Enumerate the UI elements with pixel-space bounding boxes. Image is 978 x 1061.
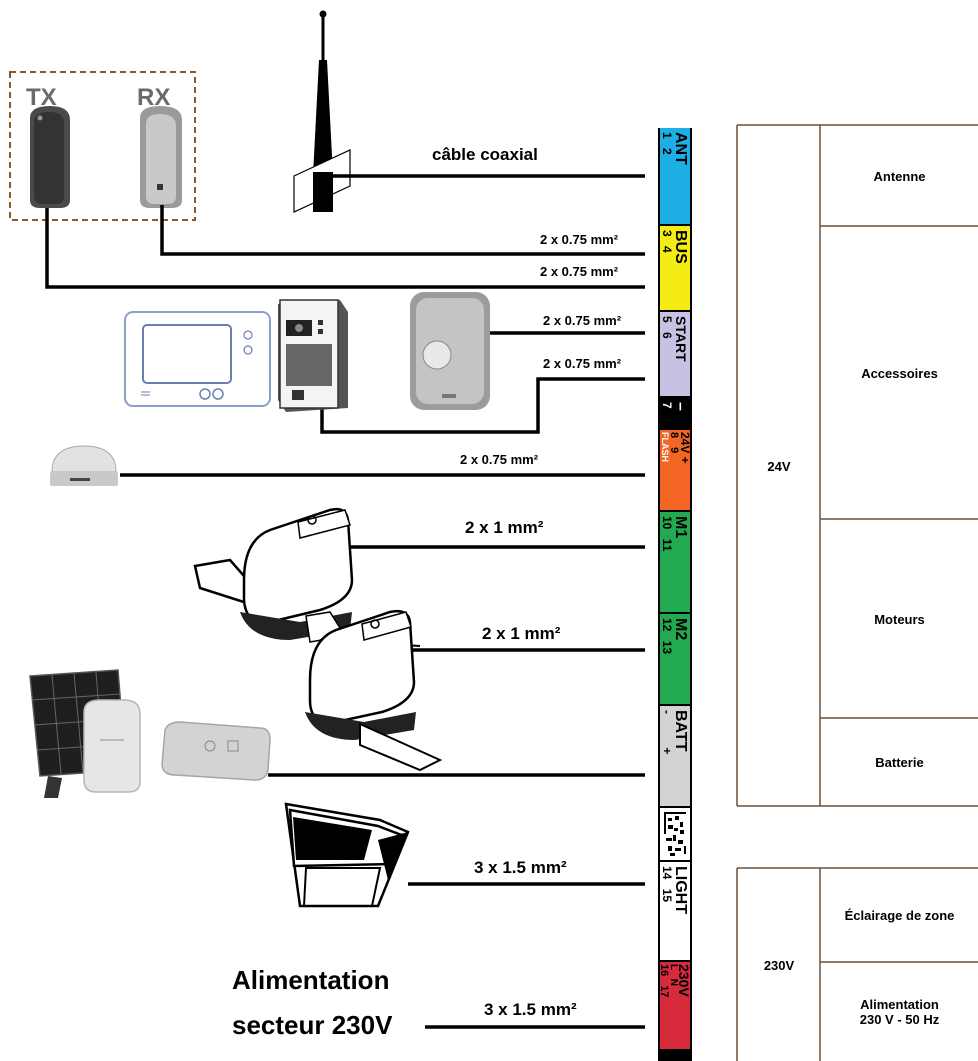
cable-antenna-label: câble coaxial (432, 145, 538, 164)
group-moteurs-label: Moteurs (874, 611, 925, 627)
power-supply-label-line1: Alimentation (232, 965, 390, 995)
intercom-monitor-icon (124, 311, 271, 407)
terminal-230v-sub: L N (668, 964, 680, 986)
term-start-bg (660, 312, 690, 396)
cable-bus-rx-label: 2 x 0.75 mm² (540, 232, 619, 247)
voltage-230v-label: 230V (763, 957, 795, 973)
terminal-ant: ANT 1 2 (660, 128, 690, 224)
terminal-m2: M2 12 13 (660, 614, 690, 704)
terminal-light-numbers: 14 15 (660, 866, 675, 903)
terminal-230v: 230V L N 16 17 (660, 962, 690, 1049)
term-m2-bg (660, 614, 690, 704)
voltage-24v-label: 24V (767, 458, 791, 474)
wire-start-intercom (320, 377, 645, 434)
terminal-bus-title: BUS (672, 230, 690, 264)
group-antenne-label: Antenne (873, 168, 926, 184)
terminal-start-numbers: 5 6 (660, 316, 675, 339)
photocell-rx-icon (140, 106, 182, 208)
keypad-icon (410, 292, 490, 410)
group-eclairage-label: Éclairage de zone (844, 908, 955, 923)
terminal-230v-title: 230V (676, 964, 691, 997)
cable-start-intercom-label: 2 x 0.75 mm² (543, 356, 622, 371)
term-light-bg (660, 862, 690, 960)
cable-start-keypad-label: 2 x 0.75 mm² (543, 313, 622, 328)
terminal-light-title: LIGHT (672, 866, 690, 914)
term-ant-bg (660, 128, 690, 224)
terminal-m2-numbers: 12 13 (660, 618, 675, 655)
cable-bus-tx-label: 2 x 0.75 mm² (540, 264, 619, 279)
door-intercom-icon (278, 299, 348, 412)
group-alimentation-label: Alimentation 230 V - 50 Hz (859, 997, 940, 1027)
terminal-light: LIGHT 14 15 (660, 862, 690, 960)
terminal-start-title: START (673, 316, 690, 362)
term-230v-bg (660, 962, 690, 1049)
cable-motor2-label: 2 x 1 mm² (482, 624, 561, 643)
group-accessoires-label: Accessoires (861, 365, 938, 381)
motor1-icon (193, 507, 421, 647)
terminal-ant-title: ANT (672, 132, 690, 165)
terminal-ant-numbers: 1 2 (660, 132, 675, 155)
wire-bus-tx (45, 208, 645, 289)
battery-pack-icon (161, 721, 271, 781)
group-table (736, 124, 978, 1061)
terminal-batt-title: BATT (672, 710, 690, 752)
photocell-rx-label: RX (137, 84, 171, 111)
photocell-tx-icon (30, 106, 70, 208)
wires (45, 174, 645, 1029)
group-batterie-label: Batterie (875, 755, 924, 770)
terminal-minus-numbers: 7 (660, 402, 675, 409)
terminal-m1-title: M1 (672, 516, 690, 539)
term-batt-bg (660, 706, 690, 806)
terminal-bus: BUS 3 4 (660, 226, 690, 310)
terminal-start: START 5 6 (660, 312, 690, 396)
terminal-m1: M1 10 11 (660, 512, 690, 612)
terminal-flash-numbers: 8 9 (668, 432, 680, 454)
power-supply-label-line2: secteur 230V (232, 1010, 393, 1040)
terminal-block (658, 128, 692, 1061)
zone-light-icon (284, 802, 410, 908)
flash-lamp-icon (50, 445, 118, 486)
terminal-m2-title: M2 (672, 618, 690, 641)
photocell-frame (9, 71, 196, 221)
photocell-tx-label: TX (26, 84, 57, 111)
term-minus-bg (660, 398, 690, 428)
motor2-icon (305, 609, 443, 772)
term-m1-bg (660, 512, 690, 612)
battery-box-icon (83, 699, 141, 793)
terminal-batt-numbers: - + (660, 710, 675, 755)
terminal-batt: BATT - + (660, 706, 690, 806)
cable-flash-label: 2 x 0.75 mm² (460, 452, 539, 467)
term-bus-bg (660, 226, 690, 310)
antenna-icon (293, 10, 351, 213)
wire-bus-rx (160, 205, 645, 256)
terminal-flash-sub: FLASH (660, 432, 670, 462)
terminal-bus-numbers: 3 4 (660, 230, 675, 253)
data-matrix-icon (664, 812, 686, 856)
cable-motor1-label: 2 x 1 mm² (465, 518, 544, 537)
cable-light-label: 3 x 1.5 mm² (474, 858, 567, 877)
terminal-m1-numbers: 10 11 (660, 516, 675, 552)
cable-mains-label: 3 x 1.5 mm² (484, 1000, 577, 1019)
terminal-230v-numbers: 16 17 (660, 964, 671, 998)
terminal-flash: 24V + 8 9 FLASH (660, 430, 690, 510)
term-flash-bg (660, 430, 690, 510)
terminal-flash-title: 24V + (678, 432, 690, 464)
terminal-minus: – 7 (660, 398, 690, 428)
terminal-minus-title: – (672, 402, 690, 411)
